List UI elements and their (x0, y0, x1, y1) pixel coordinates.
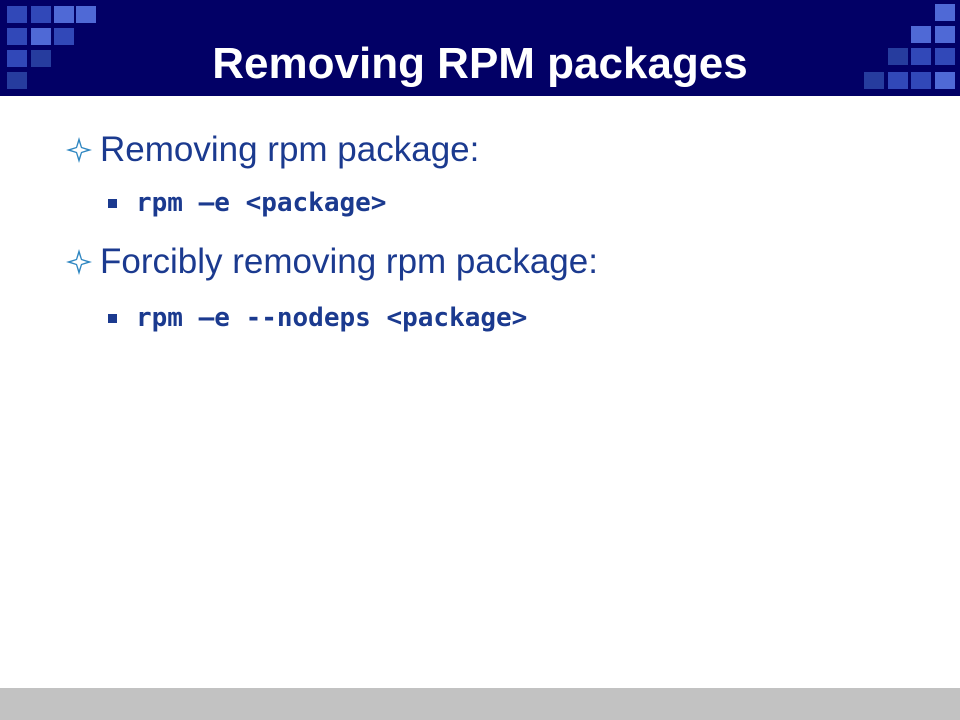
decor-square (911, 48, 931, 65)
four-point-star-diamond-icon (66, 137, 92, 163)
bullet-text: Forcibly removing rpm package: (100, 242, 598, 281)
decor-square (7, 50, 27, 67)
decor-square (7, 72, 27, 89)
decor-square (911, 72, 931, 89)
decor-square (31, 28, 51, 45)
decor-square (31, 50, 51, 67)
decor-square (935, 48, 955, 65)
square-bullet-icon (108, 198, 117, 208)
slide-title: Removing RPM packages (212, 39, 748, 88)
decor-square (54, 28, 74, 45)
decor-square (864, 72, 884, 89)
decor-square (888, 48, 908, 65)
decor-square (7, 6, 27, 23)
decor-square (935, 26, 955, 43)
decor-square (911, 26, 931, 43)
decor-square (54, 6, 74, 23)
command-text: rpm –e <package> (136, 188, 387, 218)
sub-bullet-item: rpm –e --nodeps <package> (108, 300, 527, 336)
square-bullet-icon (108, 313, 117, 323)
footer-bar (0, 688, 960, 720)
sub-bullet-item: rpm –e <package> (108, 185, 386, 221)
decor-square (31, 6, 51, 23)
decor-square (7, 28, 27, 45)
decor-square (888, 72, 908, 89)
bullet-item: Removing rpm package: (64, 126, 479, 174)
bullet-text: Removing rpm package: (100, 130, 480, 169)
four-point-star-diamond-icon (66, 249, 92, 275)
decor-square (76, 6, 96, 23)
decor-square (935, 72, 955, 89)
slide-header: Removing RPM packages (0, 0, 960, 96)
slide-body: Removing rpm package: rpm –e <package> F… (0, 96, 960, 688)
bullet-item: Forcibly removing rpm package: (64, 238, 598, 286)
decor-square (935, 4, 955, 21)
command-text: rpm –e --nodeps <package> (136, 303, 528, 333)
